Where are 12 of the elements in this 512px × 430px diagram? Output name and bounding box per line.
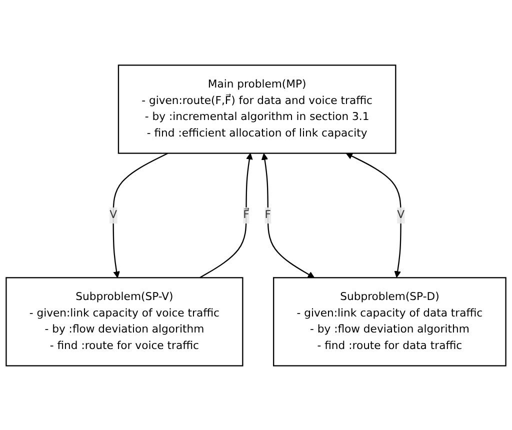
- edge-label: V: [110, 208, 118, 221]
- node-box: [273, 276, 506, 366]
- arrow: [261, 152, 315, 278]
- node-box: [118, 64, 396, 154]
- edge-label: V: [397, 208, 405, 221]
- diagram: V F⃗ F V Main problem(MP) - given:route(F,F⃗) for data and voice traffic - by :incremental algorithm in section 3.1 - find :efficient allocation of link capacity Subproblem(SP-V) - given:link capacity of voice traffic - by :flow deviation algorithm - find :route for voice traffic Subproblem(SP-D) - given:link capacity of data traffic - by :flow deviation algorithm - find :route for data traffic: [0, 58, 512, 372]
- node-box: [6, 276, 244, 366]
- arrow: [346, 152, 402, 278]
- edge-label: F⃗: [243, 208, 250, 221]
- arrow: [112, 152, 168, 278]
- edge-label: F: [264, 208, 272, 221]
- arrow: [200, 152, 253, 278]
